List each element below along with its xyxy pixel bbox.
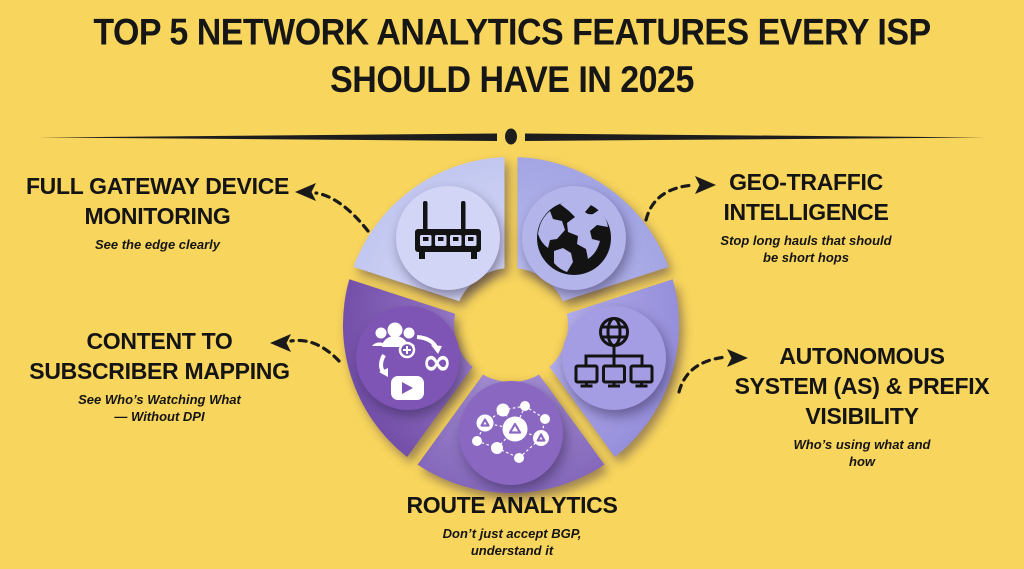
router-icon bbox=[415, 201, 481, 259]
feature-label-content: CONTENT TO SUBSCRIBER MAPPING See Who’s … bbox=[12, 327, 307, 426]
feature-label-gateway: FULL GATEWAY DEVICE MONITORING See the e… bbox=[15, 172, 300, 254]
arrow-as bbox=[677, 349, 748, 394]
feature-title-geo: GEO-TRAFFIC INTELLIGENCE bbox=[723, 169, 889, 225]
feature-title-as: AUTONOMOUS SYSTEM (AS) & PREFIX VISIBILI… bbox=[734, 343, 990, 429]
feature-title-route: ROUTE ANALYTICS bbox=[406, 492, 618, 518]
feature-label-route: ROUTE ANALYTICS Don’t just accept BGP, u… bbox=[372, 491, 652, 560]
divider bbox=[38, 128, 985, 145]
arrow-geo bbox=[644, 176, 716, 222]
content-mapping-icon: ∞ bbox=[372, 322, 452, 400]
globe-icon bbox=[537, 200, 611, 275]
feature-subtitle-as: Who’s using what and how bbox=[793, 436, 931, 469]
feature-subtitle-geo: Stop long hauls that should be short hop… bbox=[720, 232, 892, 265]
divider-dot bbox=[505, 128, 517, 145]
feature-subtitle-content: See Who’s Watching What — Without DPI bbox=[78, 391, 241, 424]
route-mesh-icon bbox=[472, 401, 550, 463]
feature-title-content: CONTENT TO SUBSCRIBER MAPPING bbox=[29, 328, 290, 384]
feature-subtitle-gateway: See the edge clearly bbox=[94, 236, 220, 252]
feature-subtitle-route: Don’t just accept BGP, understand it bbox=[442, 525, 582, 558]
feature-title-gateway: FULL GATEWAY DEVICE MONITORING bbox=[25, 173, 290, 229]
page-title: TOP 5 NETWORK ANALYTICS FEATURES EVERY I… bbox=[93, 11, 931, 101]
feature-label-as: AUTONOMOUS SYSTEM (AS) & PREFIX VISIBILI… bbox=[726, 342, 998, 470]
arrow-content bbox=[270, 334, 341, 363]
arrow-gateway bbox=[295, 183, 370, 233]
feature-label-geo: GEO-TRAFFIC INTELLIGENCE Stop long hauls… bbox=[661, 168, 951, 267]
as-network-icon bbox=[574, 317, 654, 388]
svg-text:∞: ∞ bbox=[422, 342, 452, 383]
pointer-arrows bbox=[270, 176, 748, 394]
